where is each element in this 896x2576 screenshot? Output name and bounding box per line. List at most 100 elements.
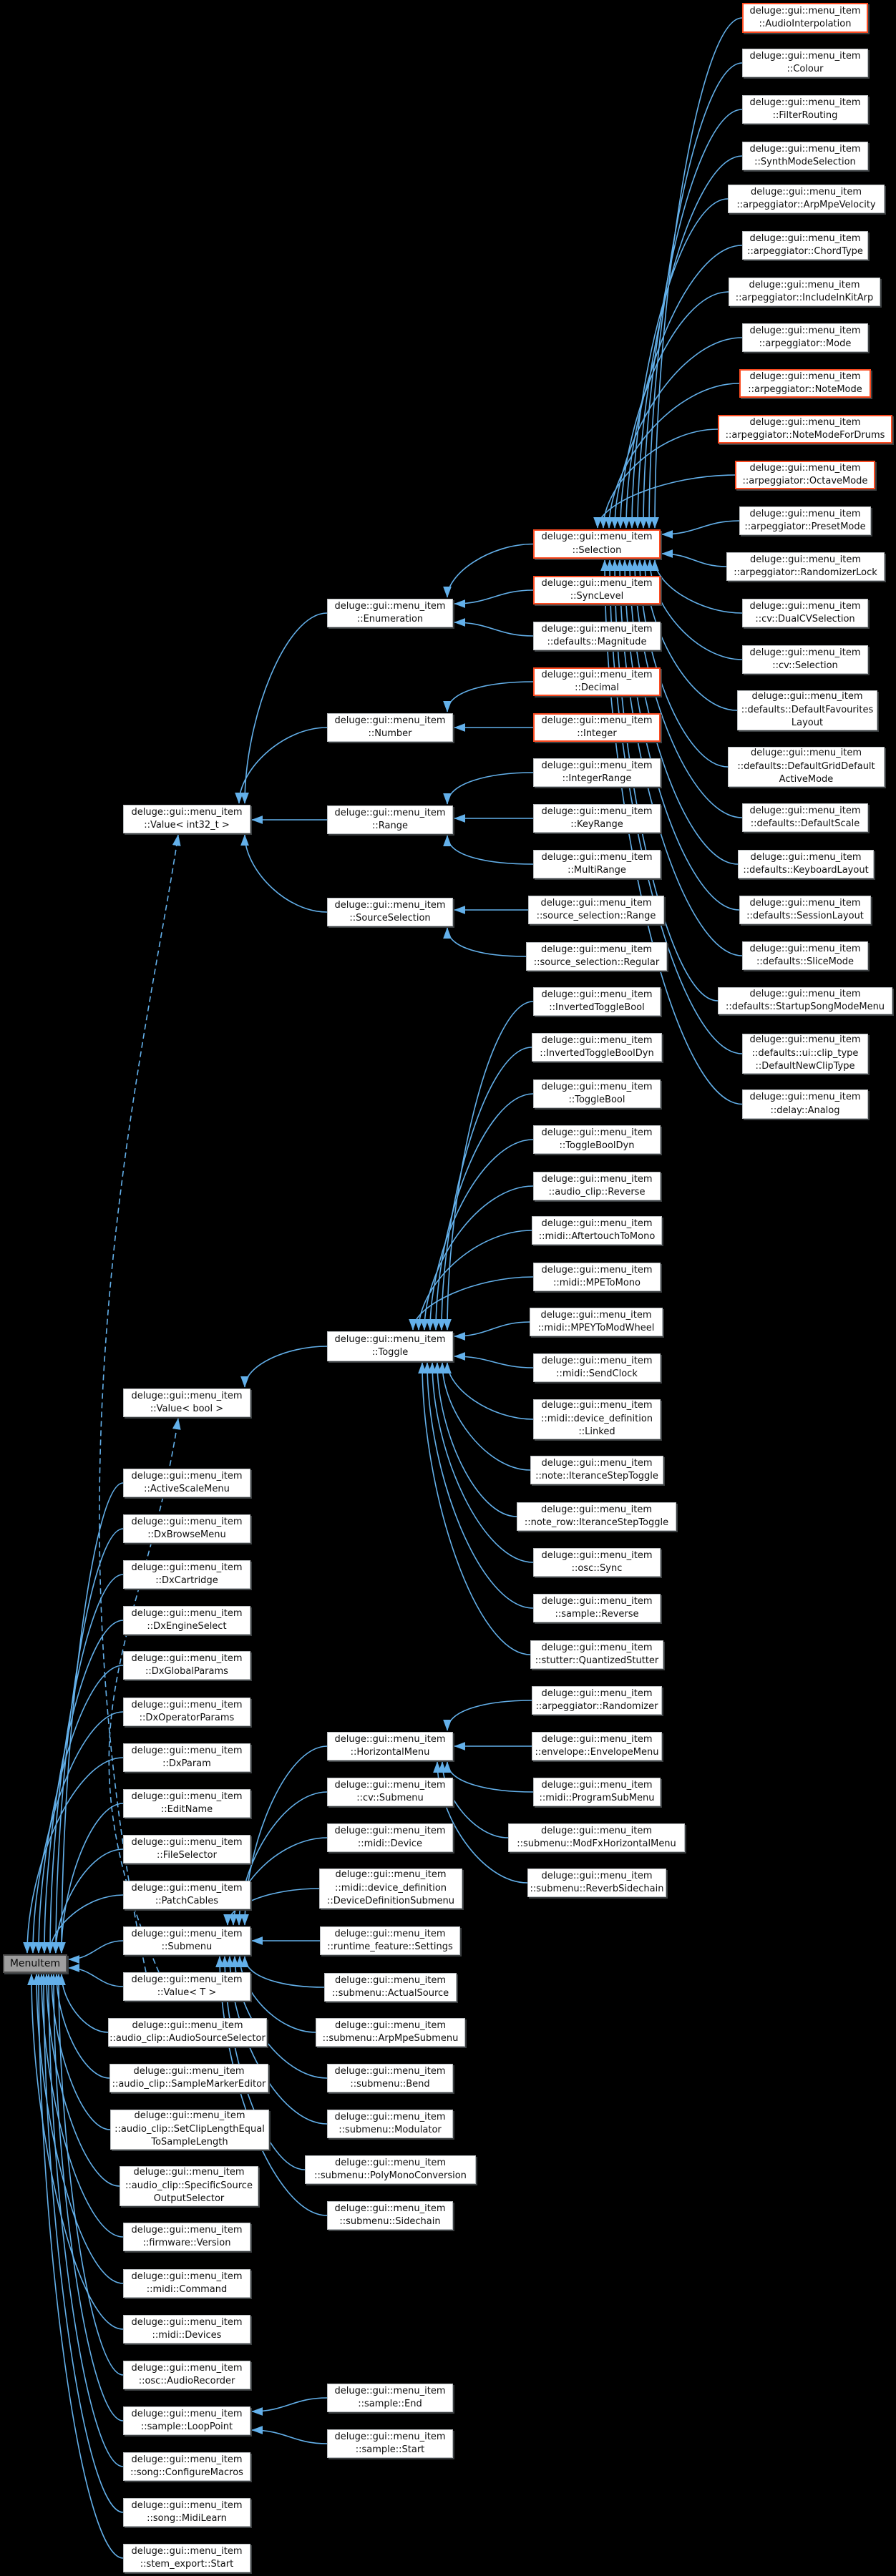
node-delay_analog[interactable]: deluge::gui::menu_item ::delay::Analog xyxy=(742,1089,868,1119)
node-aftertouch_to_mono[interactable]: deluge::gui::menu_item ::midi::Aftertouc… xyxy=(532,1216,662,1245)
inheritance-edge xyxy=(661,520,740,539)
node-default_scale[interactable]: deluge::gui::menu_item ::defaults::Defau… xyxy=(742,803,868,832)
node-startup_song_mode[interactable]: deluge::gui::menu_item ::defaults::Start… xyxy=(718,987,892,1014)
node-integer[interactable]: deluge::gui::menu_item ::Integer xyxy=(533,713,661,742)
node-range[interactable]: deluge::gui::menu_item ::Range xyxy=(327,805,453,834)
node-note_mode[interactable]: deluge::gui::menu_item ::arpeggiator::No… xyxy=(739,369,871,398)
node-dx_browse[interactable]: deluge::gui::menu_item ::DxBrowseMenu xyxy=(123,1514,250,1543)
node-midi_device[interactable]: deluge::gui::menu_item ::midi::Device xyxy=(327,1823,453,1852)
node-modfx_horizontal[interactable]: deluge::gui::menu_item ::submenu::ModFxH… xyxy=(508,1823,685,1852)
node-arp_randomizer[interactable]: deluge::gui::menu_item ::arpeggiator::Ra… xyxy=(532,1686,662,1715)
node-ac_setclip[interactable]: deluge::gui::menu_item ::audio_clip::Set… xyxy=(110,2110,269,2150)
node-decimal[interactable]: deluge::gui::menu_item ::Decimal xyxy=(533,667,661,696)
node-preset_mode[interactable]: deluge::gui::menu_item ::arpeggiator::Pr… xyxy=(739,506,871,535)
node-dx_engine[interactable]: deluge::gui::menu_item ::DxEngineSelect xyxy=(123,1606,250,1635)
node-midi_devices[interactable]: deluge::gui::menu_item ::midi::Devices xyxy=(123,2315,250,2344)
node-dual_cv_selection[interactable]: deluge::gui::menu_item ::cv::DualCVSelec… xyxy=(742,599,868,627)
node-include_in_kit_arp[interactable]: deluge::gui::menu_item ::arpeggiator::In… xyxy=(729,278,880,306)
node-osc_recorder[interactable]: deluge::gui::menu_item ::osc::AudioRecor… xyxy=(123,2361,250,2389)
node-chord_type[interactable]: deluge::gui::menu_item ::arpeggiator::Ch… xyxy=(742,231,868,260)
node-edit_name[interactable]: deluge::gui::menu_item ::EditName xyxy=(123,1789,250,1818)
node-note_mode_for_drums[interactable]: deluge::gui::menu_item ::arpeggiator::No… xyxy=(718,415,892,444)
node-integer_range[interactable]: deluge::gui::menu_item ::IntegerRange xyxy=(533,758,661,787)
node-enumeration[interactable]: deluge::gui::menu_item ::Enumeration xyxy=(327,599,453,627)
node-sm_sidechain[interactable]: deluge::gui::menu_item ::submenu::Sidech… xyxy=(327,2201,453,2230)
node-sample_end[interactable]: deluge::gui::menu_item ::sample::End xyxy=(327,2384,453,2412)
node-reverb_sidechain[interactable]: deluge::gui::menu_item ::submenu::Reverb… xyxy=(527,1869,666,1897)
node-arp_mode[interactable]: deluge::gui::menu_item ::arpeggiator::Mo… xyxy=(742,323,868,352)
node-ss_range[interactable]: deluge::gui::menu_item ::source_selectio… xyxy=(528,896,664,924)
node-audio_interpolation[interactable]: deluge::gui::menu_item ::AudioInterpolat… xyxy=(742,3,868,33)
node-toggle_bool_dyn[interactable]: deluge::gui::menu_item ::ToggleBoolDyn xyxy=(533,1125,661,1154)
node-number[interactable]: deluge::gui::menu_item ::Number xyxy=(327,713,453,742)
node-selection[interactable]: deluge::gui::menu_item ::Selection xyxy=(533,529,661,559)
node-session_layout[interactable]: deluge::gui::menu_item ::defaults::Sessi… xyxy=(739,896,871,924)
node-midi_command[interactable]: deluge::gui::menu_item ::midi::Command xyxy=(123,2269,250,2298)
node-send_clock[interactable]: deluge::gui::menu_item ::midi::SendClock xyxy=(533,1353,661,1382)
node-randomizer_lock[interactable]: deluge::gui::menu_item ::arpeggiator::Ra… xyxy=(726,552,885,581)
node-default_favourites_layout[interactable]: deluge::gui::menu_item ::defaults::Defau… xyxy=(737,690,877,730)
node-keyboard_layout[interactable]: deluge::gui::menu_item ::defaults::Keybo… xyxy=(738,850,874,878)
node-default_new_clip_type[interactable]: deluge::gui::menu_item ::defaults::ui::c… xyxy=(742,1034,868,1074)
node-octave_mode[interactable]: deluge::gui::menu_item ::arpeggiator::Oc… xyxy=(735,461,875,489)
node-arp_mpe_velocity[interactable]: deluge::gui::menu_item ::arpeggiator::Ar… xyxy=(728,185,885,213)
node-active_scale[interactable]: deluge::gui::menu_item ::ActiveScaleMenu xyxy=(123,1469,250,1497)
node-inverted_toggle_bool_dyn[interactable]: deluge::gui::menu_item ::InvertedToggleB… xyxy=(532,1033,662,1062)
node-dd_linked[interactable]: deluge::gui::menu_item ::midi::device_de… xyxy=(533,1399,661,1439)
node-filter_routing[interactable]: deluge::gui::menu_item ::FilterRouting xyxy=(742,95,868,124)
node-fw_version[interactable]: deluge::gui::menu_item ::firmware::Versi… xyxy=(123,2223,250,2251)
node-loop_point[interactable]: deluge::gui::menu_item ::sample::LoopPoi… xyxy=(123,2406,250,2435)
node-value_int32[interactable]: deluge::gui::menu_item ::Value< int32_t … xyxy=(123,805,250,833)
node-toggle[interactable]: deluge::gui::menu_item ::Toggle xyxy=(327,1331,453,1361)
node-mpey_to_modwheel[interactable]: deluge::gui::menu_item ::midi::MPEYToMod… xyxy=(530,1308,663,1336)
node-synth_mode_selection[interactable]: deluge::gui::menu_item ::SynthModeSelect… xyxy=(742,142,868,170)
node-magnitude[interactable]: deluge::gui::menu_item ::defaults::Magni… xyxy=(533,622,661,650)
node-source_selection[interactable]: deluge::gui::menu_item ::SourceSelection xyxy=(327,898,453,926)
node-colour[interactable]: deluge::gui::menu_item ::Colour xyxy=(742,49,868,77)
node-submenu[interactable]: deluge::gui::menu_item ::Submenu xyxy=(123,1926,250,1955)
node-device_def_submenu[interactable]: deluge::gui::menu_item ::midi::device_de… xyxy=(319,1869,462,1909)
node-dx_operator[interactable]: deluge::gui::menu_item ::DxOperatorParam… xyxy=(123,1698,250,1726)
node-cfg_macros[interactable]: deluge::gui::menu_item ::song::Configure… xyxy=(123,2452,250,2481)
node-default_grid_active_mode[interactable]: deluge::gui::menu_item ::defaults::Defau… xyxy=(728,747,885,787)
node-menuitem[interactable]: MenuItem xyxy=(3,1954,67,1973)
node-program_submenu[interactable]: deluge::gui::menu_item ::midi::ProgramSu… xyxy=(533,1778,661,1806)
node-ac_marker[interactable]: deluge::gui::menu_item ::audio_clip::Sam… xyxy=(109,2064,268,2092)
node-quantized_stutter[interactable]: deluge::gui::menu_item ::stutter::Quanti… xyxy=(530,1640,663,1669)
node-note_iterance[interactable]: deluge::gui::menu_item ::note::IteranceS… xyxy=(530,1456,663,1484)
node-sample_reverse[interactable]: deluge::gui::menu_item ::sample::Reverse xyxy=(533,1594,661,1622)
node-value_bool[interactable]: deluge::gui::menu_item ::Value< bool > xyxy=(123,1389,250,1417)
node-toggle_bool[interactable]: deluge::gui::menu_item ::ToggleBool xyxy=(533,1079,661,1108)
node-sm_bend[interactable]: deluge::gui::menu_item ::submenu::Bend xyxy=(327,2064,453,2092)
node-cv_selection[interactable]: deluge::gui::menu_item ::cv::Selection xyxy=(742,645,868,674)
node-sync_level[interactable]: deluge::gui::menu_item ::SyncLevel xyxy=(533,576,661,604)
node-ss_regular[interactable]: deluge::gui::menu_item ::source_selectio… xyxy=(526,942,667,971)
node-sm_modulator[interactable]: deluge::gui::menu_item ::submenu::Modula… xyxy=(327,2110,453,2138)
node-slice_mode[interactable]: deluge::gui::menu_item ::defaults::Slice… xyxy=(742,941,868,970)
node-mpe_to_mono[interactable]: deluge::gui::menu_item ::midi::MPEToMono xyxy=(533,1263,661,1291)
node-multi_range[interactable]: deluge::gui::menu_item ::MultiRange xyxy=(533,850,661,878)
node-key_range[interactable]: deluge::gui::menu_item ::KeyRange xyxy=(533,804,661,833)
node-horizontal_menu[interactable]: deluge::gui::menu_item ::HorizontalMenu xyxy=(327,1732,453,1760)
node-sm_actual_source[interactable]: deluge::gui::menu_item ::submenu::Actual… xyxy=(324,1973,457,2002)
node-rt_settings[interactable]: deluge::gui::menu_item ::runtime_feature… xyxy=(320,1926,460,1955)
node-stem_start[interactable]: deluge::gui::menu_item ::stem_export::St… xyxy=(123,2544,250,2572)
node-value_t[interactable]: deluge::gui::menu_item ::Value< T > xyxy=(123,1972,250,2001)
node-ac_source_sel[interactable]: deluge::gui::menu_item ::audio_clip::Aud… xyxy=(108,2018,267,2047)
node-song_midi_learn[interactable]: deluge::gui::menu_item ::song::MidiLearn xyxy=(123,2498,250,2527)
node-sm_polymono[interactable]: deluge::gui::menu_item ::submenu::PolyMo… xyxy=(305,2155,476,2184)
node-ac_specific[interactable]: deluge::gui::menu_item ::audio_clip::Spe… xyxy=(120,2166,258,2206)
node-note_row_iterance[interactable]: deluge::gui::menu_item ::note_row::Itera… xyxy=(517,1502,676,1531)
node-patch_cables[interactable]: deluge::gui::menu_item ::PatchCables xyxy=(123,1881,250,1909)
node-dx_global[interactable]: deluge::gui::menu_item ::DxGlobalParams xyxy=(123,1651,250,1680)
node-dx_cartridge[interactable]: deluge::gui::menu_item ::DxCartridge xyxy=(123,1560,250,1589)
node-sample_start[interactable]: deluge::gui::menu_item ::sample::Start xyxy=(327,2429,453,2458)
node-sm_arpmpe[interactable]: deluge::gui::menu_item ::submenu::ArpMpe… xyxy=(316,2018,465,2047)
node-ac_reverse[interactable]: deluge::gui::menu_item ::audio_clip::Rev… xyxy=(533,1172,661,1200)
node-inverted_toggle_bool[interactable]: deluge::gui::menu_item ::InvertedToggleB… xyxy=(533,987,661,1016)
node-file_selector[interactable]: deluge::gui::menu_item ::FileSelector xyxy=(123,1835,250,1864)
node-osc_sync[interactable]: deluge::gui::menu_item ::osc::Sync xyxy=(533,1548,661,1577)
node-cv_submenu[interactable]: deluge::gui::menu_item ::cv::Submenu xyxy=(327,1778,453,1806)
node-envelope_menu[interactable]: deluge::gui::menu_item ::envelope::Envel… xyxy=(532,1732,662,1760)
node-dx_param[interactable]: deluge::gui::menu_item ::DxParam xyxy=(123,1743,250,1772)
